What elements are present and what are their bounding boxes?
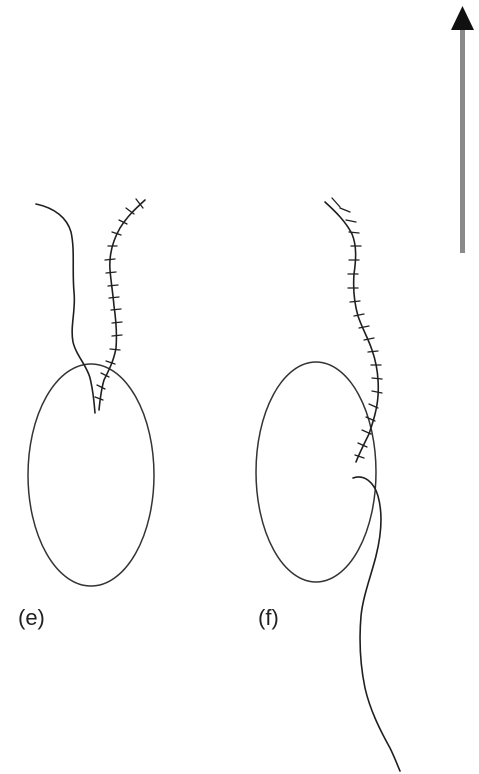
arrow-head-icon: [451, 6, 474, 30]
panel-f: (f): [256, 198, 400, 771]
panel-f-ticks: [332, 198, 382, 458]
arrow-shaft: [460, 28, 465, 253]
direction-arrow: [451, 6, 474, 253]
panel-f-ellipse: [256, 362, 376, 582]
panel-f-lower-curve: [353, 477, 400, 771]
panel-f-label: (f): [258, 605, 279, 630]
panel-e-left-curve: [36, 204, 95, 413]
panel-e-ellipse: [28, 364, 154, 586]
panel-e-label: (e): [18, 605, 45, 630]
panel-e: (e): [18, 199, 154, 630]
